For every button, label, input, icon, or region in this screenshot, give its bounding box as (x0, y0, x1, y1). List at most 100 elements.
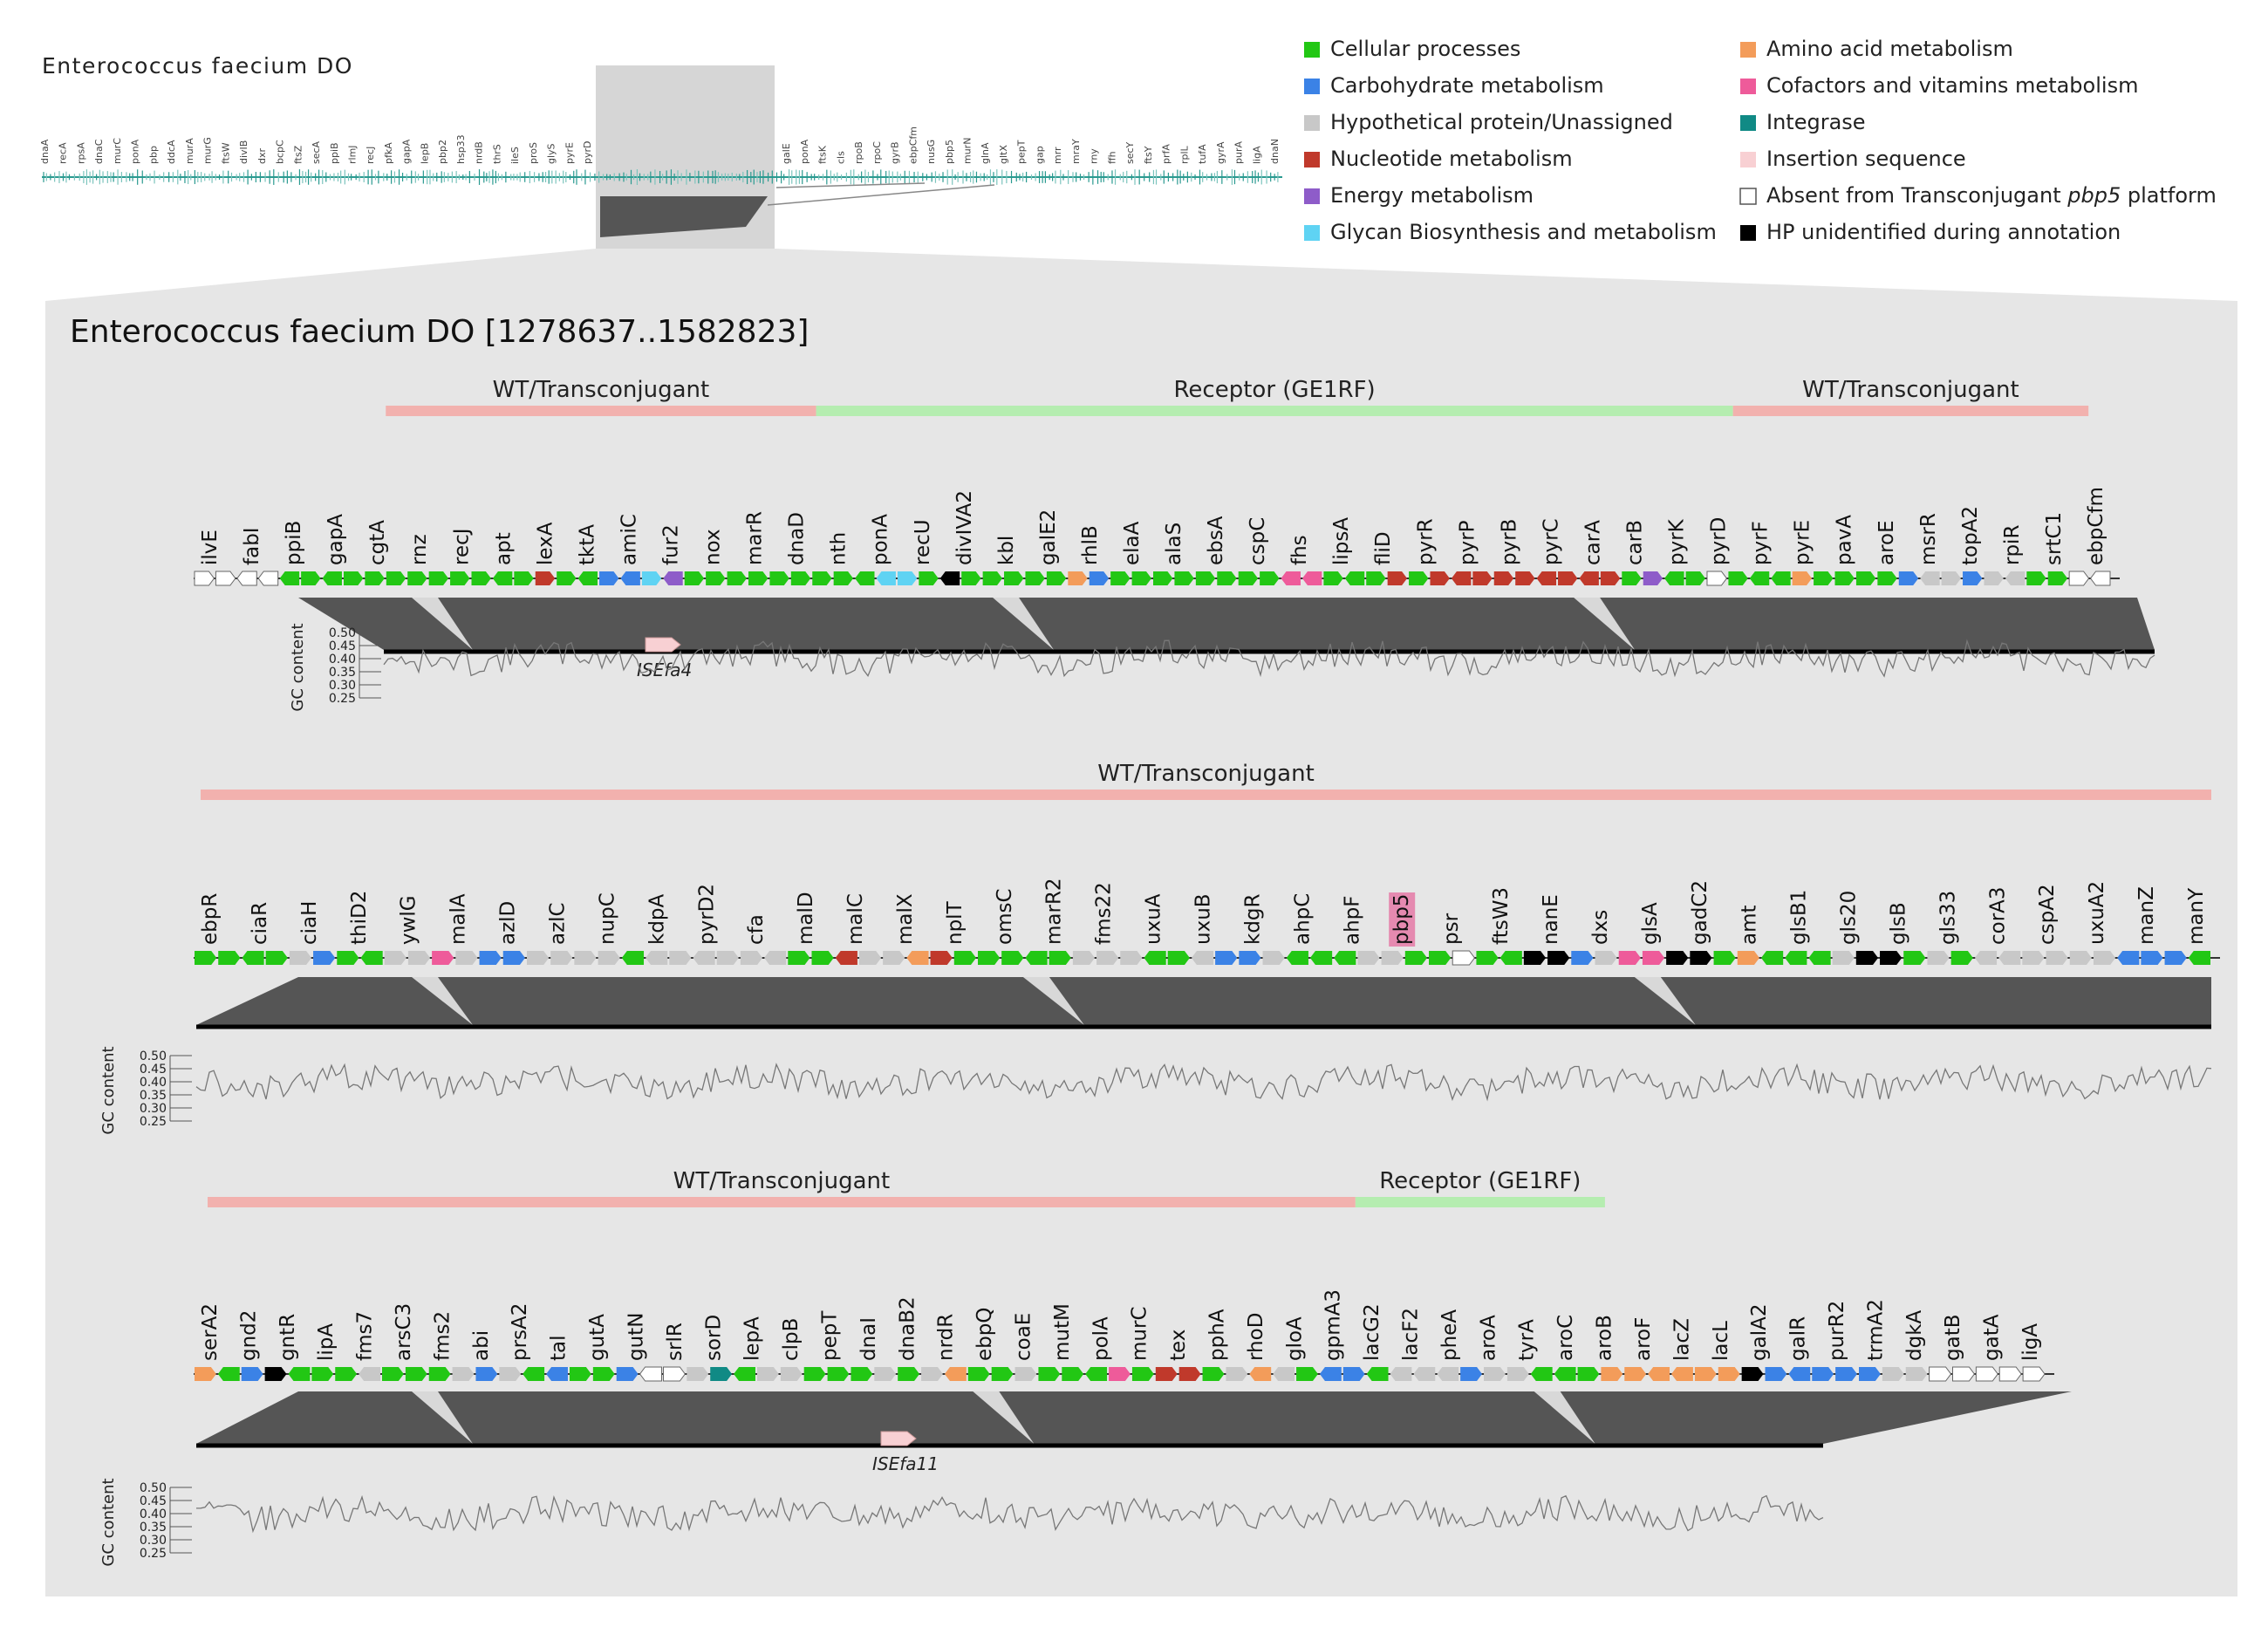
gene-label: ilvE (199, 530, 222, 565)
gene-arrow (279, 571, 300, 585)
gene-arrow (1905, 1367, 1928, 1381)
gc-tick-label: 0.35 (329, 666, 356, 680)
gene-arrow (1814, 571, 1834, 585)
region-label: WT/Transconjugant (673, 1168, 891, 1194)
gene-label: tktA (576, 524, 598, 565)
gene-arrow (2069, 951, 2092, 965)
gene-label: rpiR (2001, 525, 2024, 565)
gene-arrow (1072, 951, 1096, 965)
gene-arrow (1273, 1367, 1295, 1381)
gene-label: cspC (1247, 517, 1269, 565)
gene-label: ywlG (398, 895, 420, 945)
gene-arrow (526, 951, 550, 965)
gene-label: dxs (1589, 910, 1612, 945)
gene-arrow (574, 951, 597, 965)
gene-label: recJ (450, 528, 473, 565)
overview-gene-label: gyrA (1215, 141, 1226, 164)
gene-arrow (1381, 951, 1404, 965)
gene-label: arsC3 (393, 1303, 415, 1361)
gc-tick-label: 0.25 (329, 692, 356, 706)
gene-arrow (242, 951, 264, 965)
gene-arrow (1998, 951, 2021, 965)
gene-label: marR2 (1043, 878, 1066, 945)
region-label: Receptor (GE1RF) (1174, 377, 1376, 403)
gene-arrow (1927, 951, 1950, 965)
gene-arrow (1855, 571, 1876, 585)
gene-label: trmA2 (1864, 1299, 1887, 1361)
legend-label: Cellular processes (1330, 37, 1520, 61)
overview-gene-label: ppiB (329, 142, 340, 164)
overview-gene-label: murG (202, 137, 214, 164)
gene-arrow (288, 1367, 311, 1381)
gene-label: nth (828, 532, 850, 565)
gene-arrow (1309, 951, 1333, 965)
gene-label: malD (795, 892, 817, 945)
legend-swatch (1740, 152, 1756, 167)
gene-arrow (991, 1367, 1014, 1381)
gene-label: cgtA (366, 520, 389, 565)
gene-label: cfa (745, 914, 768, 945)
gene-arrow (1950, 951, 1973, 965)
gene-label: ebpCfm (2085, 487, 2107, 565)
gene-arrow (1706, 571, 1728, 586)
overview-gene-label: ddcA (166, 140, 177, 164)
gene-arrow (1484, 1367, 1506, 1381)
gene-arrow (1286, 951, 1308, 965)
gene-arrow (967, 1367, 990, 1381)
region-bar (1355, 1197, 1605, 1207)
gene-arrow (858, 951, 882, 965)
gene-arrow (1085, 1367, 1108, 1381)
overview-gene-label: gltX (998, 145, 1009, 164)
legend-label: Energy metabolism (1330, 183, 1534, 208)
gene-arrow (2005, 571, 2025, 585)
gene-arrow (557, 571, 577, 585)
gene-arrow (359, 1367, 380, 1381)
gene-label: sorD (702, 1315, 725, 1361)
gene-arrow (1952, 1366, 1976, 1382)
gc-tick-label: 0.50 (140, 1481, 167, 1495)
legend-swatch (1740, 225, 1756, 241)
gc-tick-label: 0.30 (329, 679, 356, 693)
gene-arrow (1832, 951, 1855, 965)
gene-arrow (236, 571, 257, 586)
legend-label-text: HP unidentified during annotation (1766, 220, 2121, 244)
gene-arrow (450, 571, 470, 585)
overview-gene-label: thrS (491, 144, 502, 164)
gene-arrow (1153, 571, 1173, 585)
gene-arrow (835, 951, 857, 965)
gene-arrow (322, 571, 342, 585)
legend-label-text: Hypothetical protein/Unassigned (1330, 110, 1673, 134)
gene-arrow (620, 571, 640, 585)
gene-arrow (2022, 1366, 2046, 1382)
gc-tick-label: 0.30 (140, 1102, 167, 1116)
gene-arrow (569, 1367, 591, 1381)
gene-arrow (687, 1367, 709, 1381)
legend-label: HP unidentified during annotation (1766, 220, 2121, 244)
synteny-band (298, 598, 2155, 650)
legend-label-text: Cofactors and vitamins metabolism (1766, 73, 2138, 98)
gene-label: lacG2 (1361, 1303, 1383, 1361)
gene-label: purR2 (1826, 1301, 1848, 1361)
gene-arrow (455, 951, 478, 965)
gene-arrow (1558, 571, 1578, 585)
gene-arrow (598, 951, 620, 965)
gene-arrow (1536, 571, 1557, 585)
gene-label: ponA (870, 514, 892, 565)
gene-arrow (1859, 1367, 1881, 1381)
gene-label: rnz (408, 534, 431, 565)
synteny-gap (1574, 598, 1636, 650)
synteny-band (196, 977, 2211, 1025)
gene-arrow (811, 951, 834, 965)
gene-arrow (855, 571, 875, 585)
gene-label: glsA (1639, 902, 1662, 945)
gene-label: topA2 (1959, 506, 1982, 565)
gene-label: alaS (1163, 523, 1185, 565)
gene-arrow (1713, 951, 1736, 965)
gene-label: gutN (625, 1313, 647, 1361)
gene-label: rhoD (1245, 1313, 1267, 1361)
gene-arrow (788, 951, 810, 965)
gene-arrow (1430, 571, 1450, 585)
gene-label: nplT (944, 900, 967, 945)
gene-label: pyrE (1792, 520, 1814, 565)
